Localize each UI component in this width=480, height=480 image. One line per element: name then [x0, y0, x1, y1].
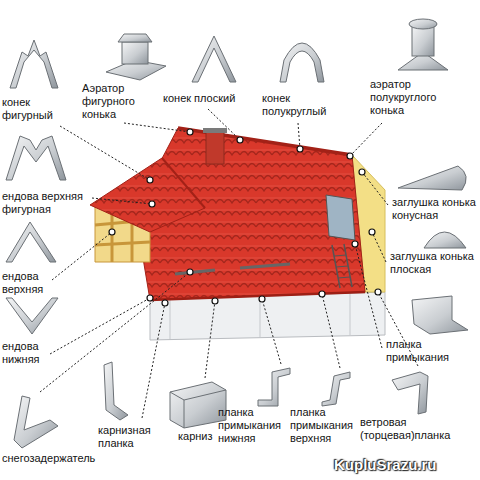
- part-label: ендова верхняя: [2, 270, 58, 296]
- part-label: конек плоский: [163, 92, 253, 105]
- part-label: Аэратор фигурного конька: [82, 82, 146, 121]
- part-label: планка примыкания: [386, 338, 472, 364]
- part-label: карнизная планка: [98, 424, 164, 450]
- part-label: снегозадержатель: [2, 452, 112, 465]
- part-label: заглушка конька конусная: [392, 196, 476, 222]
- watermark: KupluSrazu.ru: [334, 456, 437, 474]
- leader-lines: [40, 109, 418, 418]
- part-label: планка примыкания нижняя: [218, 406, 286, 445]
- part-label: ветровая (торцевая)планка: [360, 416, 472, 442]
- part-label: заглушка конька плоская: [390, 250, 476, 276]
- leader-dots: [109, 129, 381, 306]
- house: [90, 128, 385, 340]
- part-label: аэратор полукруглого конька: [370, 78, 470, 117]
- part-label: ендова нижняя: [2, 340, 58, 366]
- part-label: конек полукруглый: [262, 92, 336, 118]
- part-label: конек фигурный: [2, 96, 62, 122]
- part-label: планка примыкания верхняя: [290, 406, 358, 445]
- part-label: ендова верхняя фигурная: [2, 190, 92, 216]
- part-label: карниз: [178, 430, 218, 443]
